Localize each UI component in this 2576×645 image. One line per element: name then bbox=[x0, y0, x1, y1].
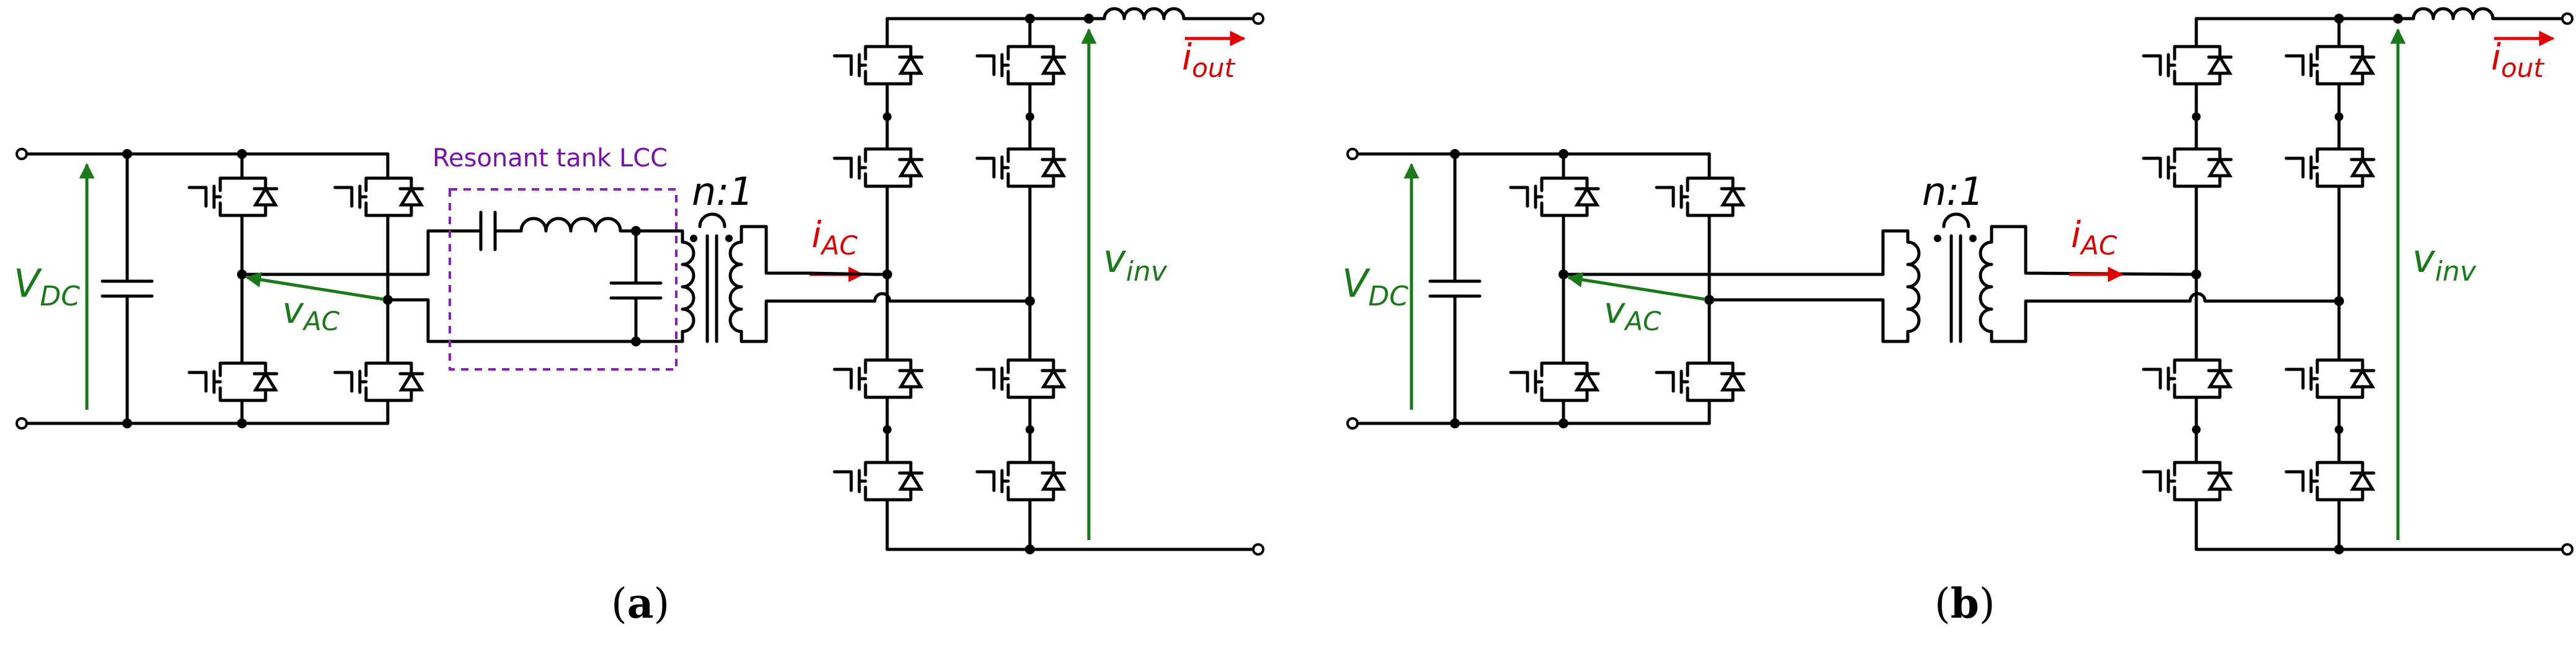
parallel-capacitor bbox=[611, 283, 661, 298]
transformer-primary bbox=[681, 240, 695, 333]
switch-s4 bbox=[335, 348, 423, 416]
ratio-label: n:1 bbox=[692, 169, 754, 214]
output-inductor-b bbox=[2412, 7, 2495, 20]
out-minus-terminal-b bbox=[2561, 543, 2574, 556]
panel-a: VDC vAC Resonant tank LCC bbox=[14, 7, 1264, 628]
switch-q2 bbox=[834, 133, 922, 202]
switch-s2 bbox=[189, 348, 277, 416]
switch-q3 bbox=[834, 345, 922, 413]
vac-arrow bbox=[245, 272, 384, 301]
switch-q4 bbox=[834, 447, 922, 515]
switch-q7-b bbox=[2286, 345, 2374, 413]
series-inductor bbox=[519, 217, 622, 233]
output-inductor bbox=[1102, 7, 1186, 20]
switch-s4-b bbox=[1657, 348, 1744, 416]
vinv-label: vinv bbox=[1103, 236, 1168, 287]
out-minus-terminal bbox=[1252, 543, 1264, 556]
switch-q8-b bbox=[2286, 447, 2374, 515]
switch-q3-b bbox=[2144, 345, 2231, 413]
transformer-secondary-b bbox=[1979, 240, 1993, 333]
ratio-label-b: n:1 bbox=[1922, 169, 1984, 214]
out-plus-terminal-b bbox=[2561, 12, 2574, 25]
switch-s2-b bbox=[1511, 348, 1598, 416]
iout-label-b: iout bbox=[2491, 36, 2544, 83]
switch-s3-b bbox=[1657, 163, 1744, 231]
resonant-tank-box bbox=[449, 188, 678, 371]
switch-q2-b bbox=[2144, 133, 2231, 202]
iac-label-b: iAC bbox=[2071, 214, 2118, 261]
switch-q1 bbox=[834, 31, 922, 99]
dc-link-capacitor bbox=[102, 281, 152, 296]
vdc-label-b: VDC bbox=[1342, 261, 1408, 312]
vac-label-b: vAC bbox=[1604, 289, 1661, 336]
tank-label: Resonant tank LCC bbox=[432, 144, 668, 173]
caption-b: (b) bbox=[1934, 579, 1995, 628]
iac-label: iAC bbox=[812, 214, 858, 261]
transformer-secondary bbox=[728, 240, 743, 333]
switch-q5-b bbox=[2286, 31, 2374, 99]
switch-q4-b bbox=[2144, 447, 2231, 515]
switch-q7 bbox=[977, 345, 1065, 413]
switch-s1-b bbox=[1511, 163, 1598, 231]
switch-s3 bbox=[335, 163, 423, 231]
panel-b: VDC vAC n:1 iAC bbox=[1342, 7, 2574, 628]
vac-label: vAC bbox=[282, 289, 340, 336]
vdc-label: VDC bbox=[14, 261, 80, 312]
vac-arrow-b bbox=[1567, 272, 1706, 301]
dc-link-capacitor-b bbox=[1430, 281, 1480, 296]
switch-q5 bbox=[977, 31, 1065, 99]
caption-a: (a) bbox=[611, 579, 669, 628]
out-plus-terminal bbox=[1252, 12, 1264, 25]
vinv-label-b: vinv bbox=[2412, 236, 2477, 287]
switch-q6-b bbox=[2286, 133, 2374, 202]
iout-label: iout bbox=[1182, 36, 1235, 83]
switch-s1 bbox=[189, 163, 277, 231]
switch-q6 bbox=[977, 133, 1065, 202]
switch-q1-b bbox=[2144, 31, 2231, 99]
transformer-primary-b bbox=[1906, 240, 1921, 333]
switch-q8 bbox=[977, 447, 1065, 515]
